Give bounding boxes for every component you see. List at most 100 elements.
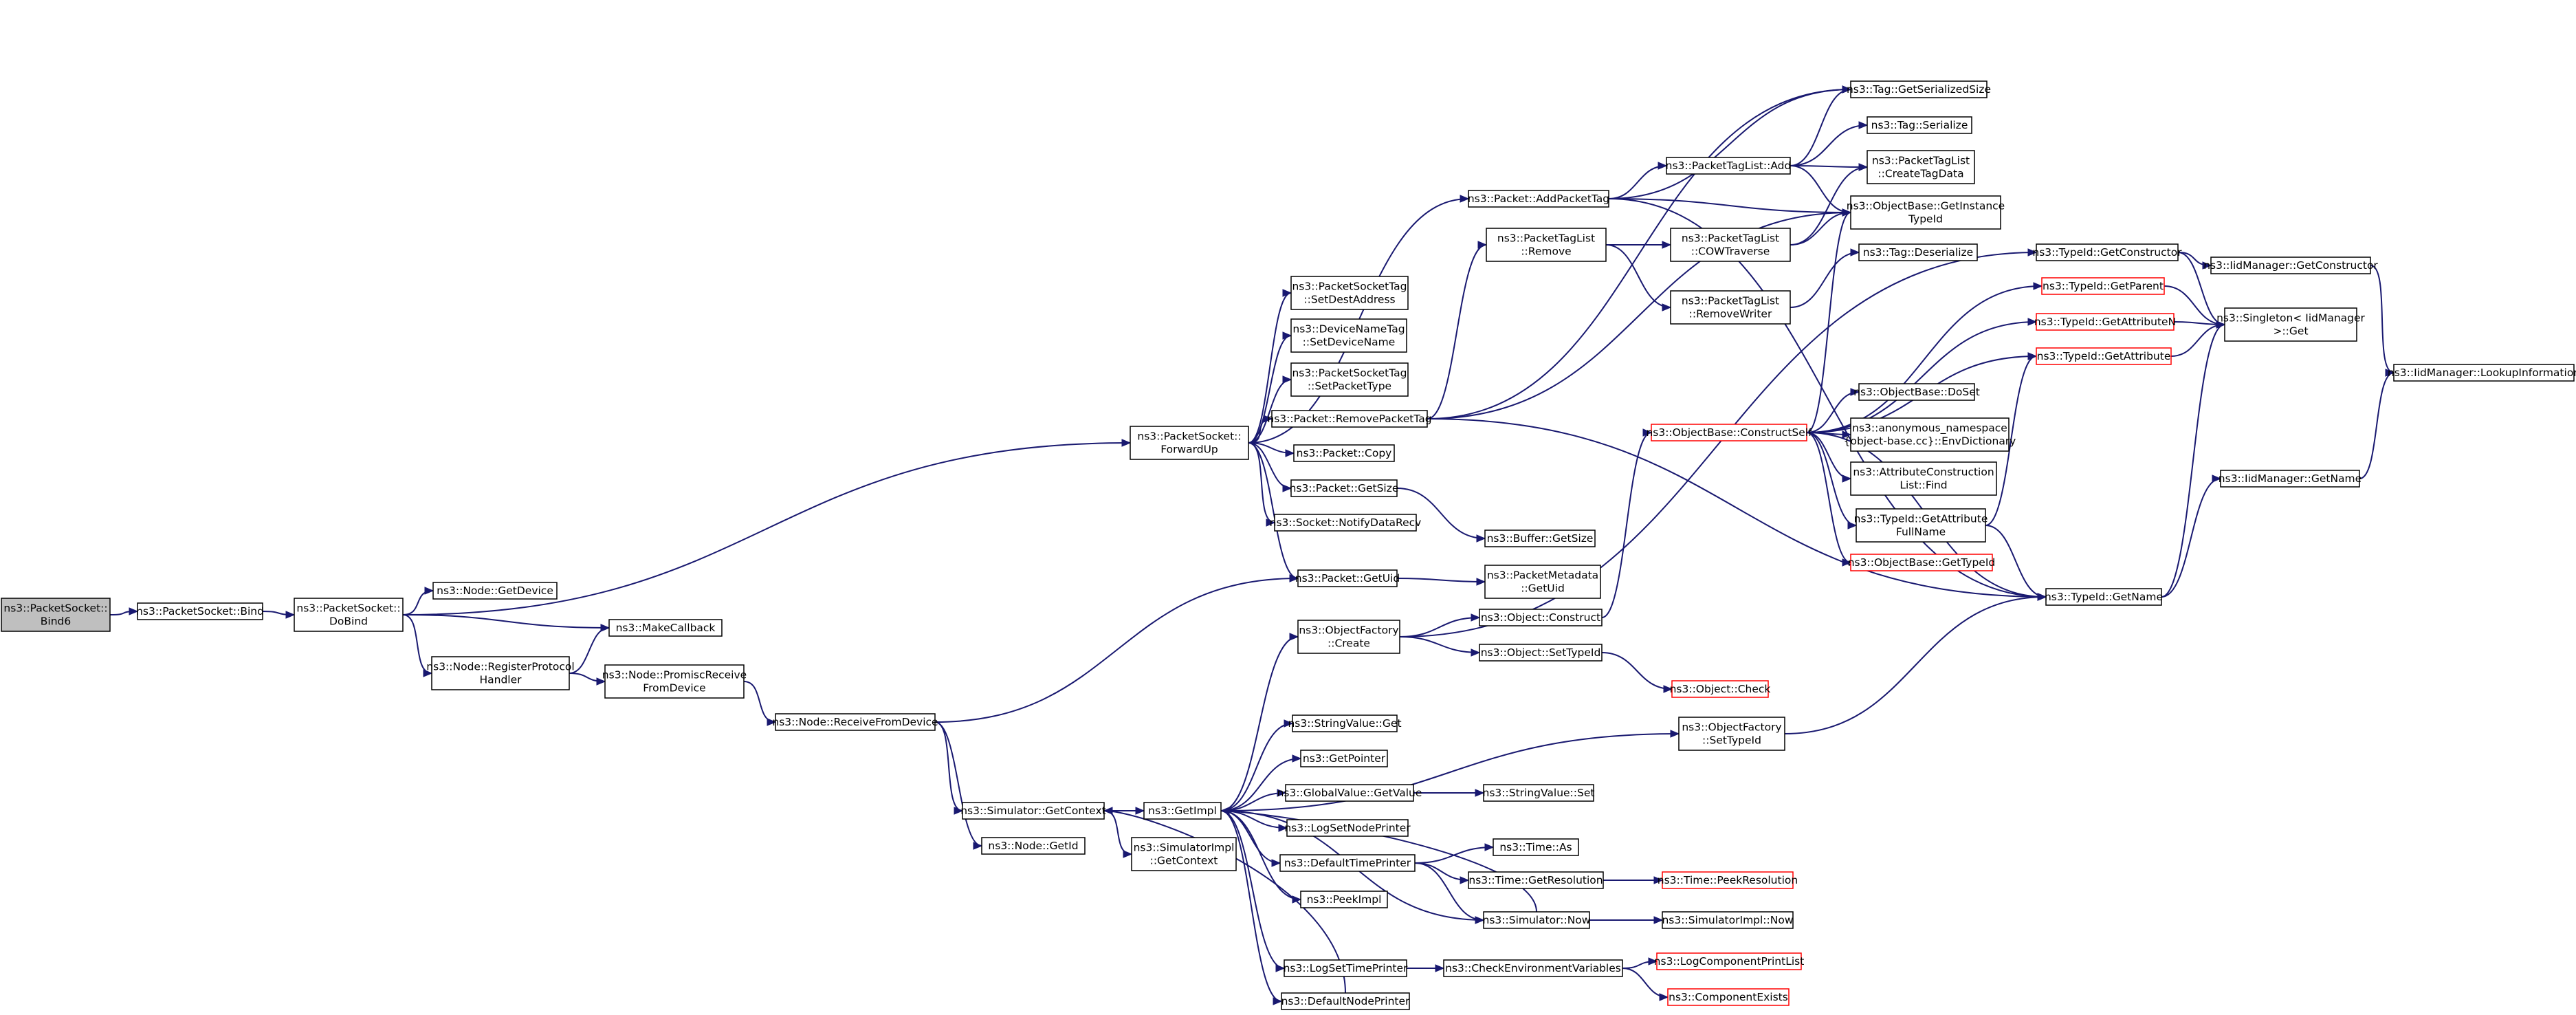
function-node-tag_deserialize[interactable]: ns3::Tag::Deserialize	[1858, 243, 1978, 261]
function-node-makecallback[interactable]: ns3::MakeCallback	[608, 619, 723, 637]
node-box	[1670, 228, 1791, 262]
function-node-getdevice[interactable]: ns3::Node::GetDevice	[432, 582, 558, 600]
node-box	[1284, 959, 1407, 977]
call-edge	[1605, 244, 1672, 312]
call-edge	[2359, 369, 2395, 479]
call-edge	[1248, 415, 1273, 444]
edge-arrowhead	[1277, 789, 1287, 797]
call-edge	[1399, 636, 1481, 657]
function-node-stringvalueset[interactable]: ns3::StringValue::Set	[1483, 784, 1595, 802]
function-node-timeas[interactable]: ns3::Time::As	[1493, 838, 1579, 856]
function-node-ptl_cow[interactable]: ns3::PacketTagList::COWTraverse	[1670, 228, 1791, 262]
function-node-ptl_add[interactable]: ns3::PacketTagList::Add	[1666, 157, 1792, 175]
function-node-buffergetsize[interactable]: ns3::Buffer::GetSize	[1484, 530, 1596, 547]
function-node-ob_constructself[interactable]: ns3::ObjectBase::ConstructSelf	[1646, 424, 1812, 441]
function-node-tid_getname[interactable]: ns3::TypeId::GetName	[2045, 588, 2163, 606]
node-label: ns3::anonymous_namespace	[1852, 422, 2007, 435]
function-node-checkenv[interactable]: ns3::CheckEnvironmentVariables	[1443, 959, 1623, 977]
edge-line	[1414, 847, 1494, 864]
node-label: ::GetContext	[1150, 855, 1218, 867]
function-node-objconstruct[interactable]: ns3::Object::Construct	[1479, 609, 1603, 626]
function-node-timepeekres[interactable]: ns3::Time::PeekResolution	[1658, 871, 1798, 889]
function-node-compexists[interactable]: ns3::ComponentExists	[1667, 988, 1790, 1006]
node-label: ns3::ObjectFactory	[1299, 624, 1398, 637]
function-node-timegetres[interactable]: ns3::Time::GetResolution	[1468, 871, 1604, 889]
function-node-singleton_get[interactable]: ns3::Singleton< IidManager >::Get	[2216, 307, 2366, 342]
function-node-forwardup[interactable]: ns3::PacketSocket::ForwardUp	[1130, 426, 1249, 460]
function-node-tag_serialize[interactable]: ns3::Tag::Serialize	[1867, 116, 1972, 134]
function-node-stringvalueget[interactable]: ns3::StringValue::Get	[1288, 714, 1402, 732]
function-node-iid_getconstructor[interactable]: ns3::IidManager::GetConstructor	[2203, 257, 2378, 274]
node-box	[1479, 644, 1603, 662]
function-node-ptl_createtagdata[interactable]: ns3::PacketTagList::CreateTagData	[1867, 150, 1975, 184]
function-node-ptl_removewriter[interactable]: ns3::PacketTagList::RemoveWriter	[1670, 290, 1791, 325]
function-node-ob_gettypeid[interactable]: ns3::ObjectBase::GetTypeId	[1848, 554, 1996, 571]
function-node-pm_getuid[interactable]: ns3::PacketMetadata::GetUid	[1484, 565, 1601, 599]
function-node-tid_getparent[interactable]: ns3::TypeId::GetParent	[2041, 277, 2165, 295]
function-node-ob_doset[interactable]: ns3::ObjectBase::DoSet	[1853, 383, 1980, 401]
node-label: ns3::PacketSocket::	[296, 602, 400, 615]
function-node-simgetcontext[interactable]: ns3::Simulator::GetContext	[960, 802, 1106, 820]
function-node-getpointer[interactable]: ns3::GetPointer	[1300, 750, 1388, 767]
node-label: ::SetPacketType	[1308, 380, 1391, 393]
function-node-simimplgetctx[interactable]: ns3::SimulatorImpl::GetContext	[1131, 837, 1237, 871]
function-node-simnow[interactable]: ns3::Simulator::Now	[1483, 911, 1591, 929]
node-box	[1651, 424, 1807, 441]
function-node-objcheck[interactable]: ns3::Object::Check	[1670, 680, 1771, 698]
function-node-psts_dest[interactable]: ns3::PacketSocketTag::SetDestAddress	[1290, 276, 1409, 310]
function-node-addpackettag[interactable]: ns3::Packet::AddPacketTag	[1468, 190, 1609, 208]
function-node-notifydatarecv[interactable]: ns3::Socket::NotifyDataRecv	[1270, 514, 1422, 532]
function-node-iid_getname[interactable]: ns3::IidManager::GetName	[2219, 470, 2362, 488]
function-node-gv_getvalue[interactable]: ns3::GlobalValue::GetValue	[1277, 784, 1422, 802]
edge-arrowhead	[1475, 916, 1485, 924]
function-node-logsetnodeprinter[interactable]: ns3::LogSetNodePrinter	[1284, 819, 1411, 837]
function-node-packetgetsize[interactable]: ns3::Packet::GetSize	[1290, 479, 1399, 497]
call-edge	[1103, 807, 1346, 994]
function-node-packetgetuid[interactable]: ns3::Packet::GetUid	[1295, 569, 1400, 587]
node-box	[1483, 784, 1594, 802]
function-node-anon_envdict[interactable]: ns3::anonymous_namespace{object-base.cc}…	[1844, 417, 2016, 452]
node-label: ns3::IidManager::LookupInformation	[2388, 367, 2576, 379]
function-node-objsettypeid[interactable]: ns3::Object::SetTypeId	[1479, 644, 1603, 662]
function-node-logcompprintlist[interactable]: ns3::LogComponentPrintList	[1654, 952, 1805, 970]
node-label: ::SetDestAddress	[1303, 294, 1395, 306]
function-node-of_settypeid[interactable]: ns3::ObjectFactory::SetTypeId	[1678, 717, 1785, 751]
function-node-dnt_setname[interactable]: ns3::DeviceNameTag::SetDeviceName	[1290, 318, 1407, 353]
edge-line	[1790, 165, 1851, 213]
node-label: ns3::PacketTagList::Add	[1666, 160, 1792, 172]
function-node-nodegetid[interactable]: ns3::Node::GetId	[981, 837, 1086, 855]
function-node-bind6[interactable]: ns3::PacketSocket::Bind6	[1, 598, 111, 632]
function-node-ptl_remove[interactable]: ns3::PacketTagList::Remove	[1486, 228, 1607, 262]
function-node-tag_getsersize[interactable]: ns3::Tag::GetSerializedSize	[1847, 80, 1991, 98]
function-node-psts_ptype[interactable]: ns3::PacketSocketTag::SetPacketType	[1290, 362, 1409, 397]
call-edge	[1220, 754, 1302, 811]
call-edge	[1248, 375, 1292, 444]
node-label: Handler	[479, 674, 522, 686]
function-node-defaulttimeprinter[interactable]: ns3::DefaultTimePrinter	[1279, 854, 1416, 872]
function-node-peekimpl[interactable]: ns3::PeekImpl	[1300, 891, 1388, 908]
node-box	[1271, 410, 1428, 428]
node-box	[1667, 988, 1790, 1006]
function-node-getimpl[interactable]: ns3::GetImpl	[1143, 802, 1222, 820]
function-node-tid_getattributen[interactable]: ns3::TypeId::GetAttributeN	[2034, 313, 2176, 331]
function-node-bind[interactable]: ns3::PacketSocket::Bind	[136, 602, 264, 620]
function-node-defaultnodeprinter[interactable]: ns3::DefaultNodePrinter	[1281, 992, 1410, 1010]
function-node-tid_getconstructor[interactable]: ns3::TypeId::GetConstructor	[2032, 243, 2182, 261]
function-node-removepackettag[interactable]: ns3::Packet::RemovePacketTag	[1267, 410, 1432, 428]
function-node-logsettimeprinter[interactable]: ns3::LogSetTimePrinter	[1284, 959, 1408, 977]
function-node-objfactory_create[interactable]: ns3::ObjectFactory::Create	[1297, 620, 1400, 654]
node-label: ns3::Socket::NotifyDataRecv	[1270, 516, 1422, 529]
edge-arrowhead	[1271, 859, 1281, 867]
function-node-dobind[interactable]: ns3::PacketSocket::DoBind	[294, 598, 404, 632]
function-node-simimplnow[interactable]: ns3::SimulatorImpl::Now	[1662, 911, 1794, 929]
function-node-recvfromdev[interactable]: ns3::Node::ReceiveFromDevice	[772, 713, 938, 731]
edge-line	[1601, 652, 1673, 690]
function-node-tid_getattribute[interactable]: ns3::TypeId::GetAttribute	[2036, 347, 2172, 365]
function-node-iid_lookupinfo[interactable]: ns3::IidManager::LookupInformation	[2388, 364, 2576, 382]
function-node-packetcopy[interactable]: ns3::Packet::Copy	[1293, 444, 1395, 462]
